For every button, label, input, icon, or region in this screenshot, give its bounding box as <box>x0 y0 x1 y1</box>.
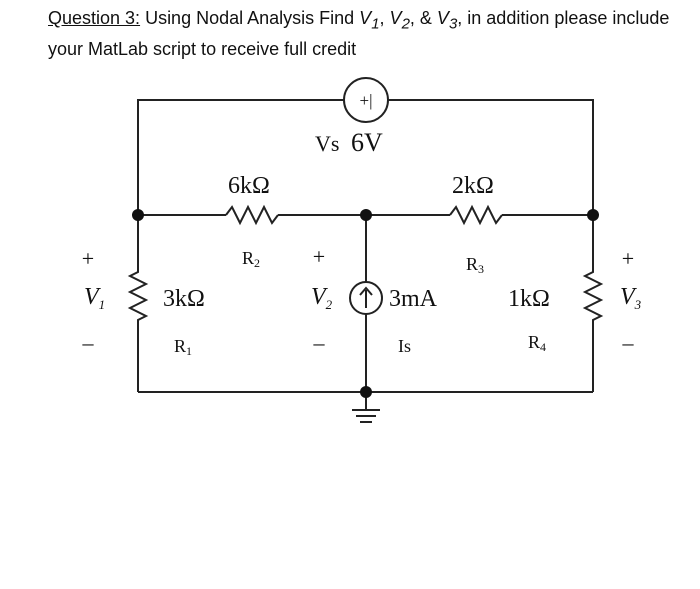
resistor-r1 <box>127 215 149 392</box>
v1-minus: – <box>82 330 95 355</box>
v3-label: V3 <box>620 284 642 312</box>
question-v1: V1 <box>359 8 380 33</box>
question-sep2: , & <box>409 8 437 28</box>
resistor-r4 <box>582 215 604 392</box>
r2-label: R2 <box>242 248 260 270</box>
r1-label: R1 <box>174 336 192 358</box>
node-v3 <box>587 209 599 221</box>
wire-top-right <box>388 99 594 215</box>
v1-label: V1 <box>84 284 105 312</box>
r4-value: 1kΩ <box>508 286 550 312</box>
r3-value: 2kΩ <box>452 173 494 199</box>
node-ground <box>360 386 372 398</box>
v2-plus: + <box>313 244 325 269</box>
ground-icon <box>352 392 380 423</box>
r1-value: 3kΩ <box>163 286 205 312</box>
vs-symbol: +| <box>360 91 373 110</box>
voltage-source-vs: +| <box>343 77 389 123</box>
v3-minus: – <box>622 330 635 355</box>
resistor-r3 <box>449 204 503 226</box>
question-text-b: , in addition please include your MatLab… <box>48 8 670 59</box>
r2-value: 6kΩ <box>228 173 270 199</box>
question-sep1: , <box>379 8 390 28</box>
question-label: Question 3: <box>48 8 141 28</box>
is-value: 3mA <box>389 286 438 312</box>
v1-plus: + <box>82 246 94 271</box>
r3-label: R3 <box>466 254 484 276</box>
question-v3: V3 <box>436 8 458 33</box>
question-v2: V2 <box>389 8 410 33</box>
question-text-a: Using Nodal Analysis Find <box>140 8 360 28</box>
node-v1 <box>132 209 144 221</box>
node-v2 <box>360 209 372 221</box>
v2-minus: – <box>313 330 326 355</box>
wire-top-left <box>137 99 344 215</box>
vs-name: Vs <box>315 131 339 156</box>
v3-plus: + <box>622 246 634 271</box>
v2-label: V2 <box>311 284 333 312</box>
r4-label: R4 <box>528 332 546 354</box>
is-name: Is <box>398 336 411 356</box>
vs-value: 6V <box>351 128 383 157</box>
resistor-r2 <box>225 204 279 226</box>
current-source-is <box>349 281 383 315</box>
question-text: Question 3: Using Nodal Analysis Find V1… <box>48 6 688 61</box>
